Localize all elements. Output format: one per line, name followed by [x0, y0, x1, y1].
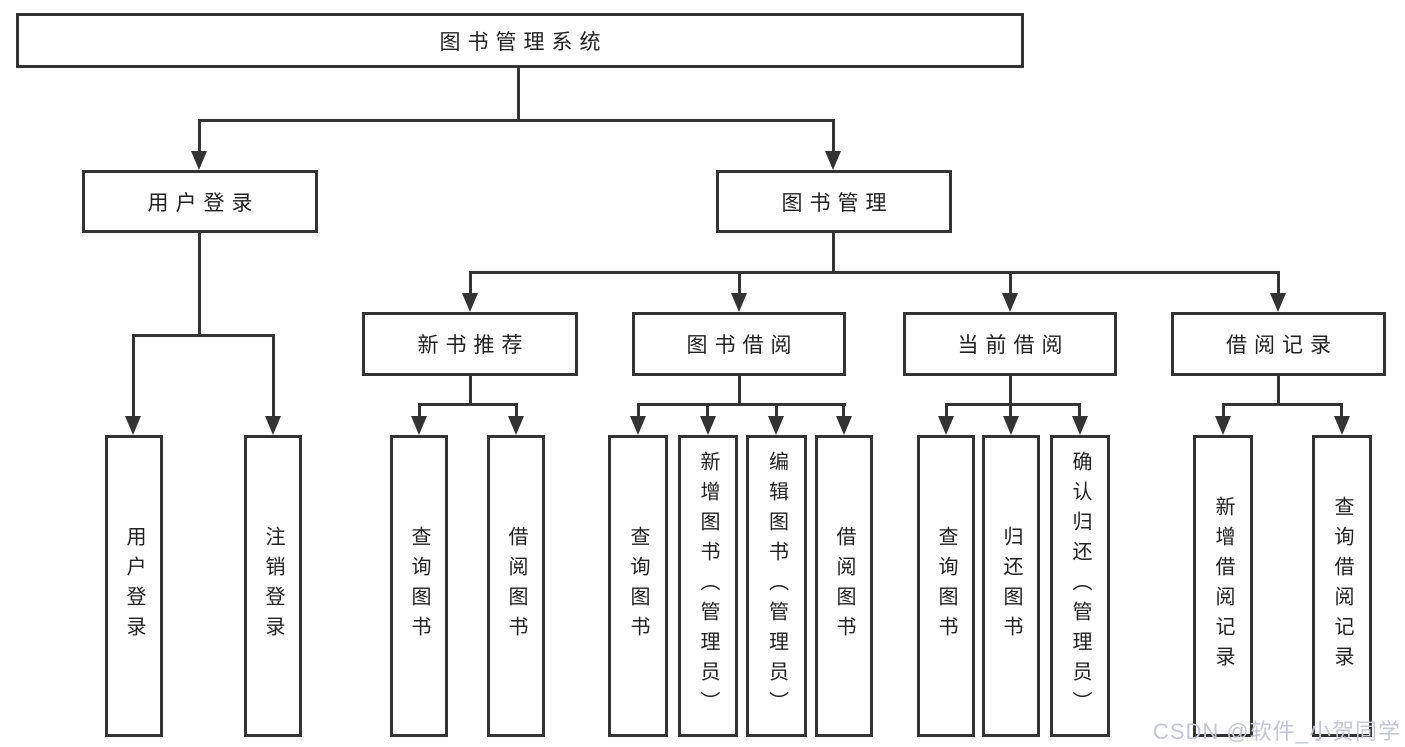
arrow-down-icon	[1270, 293, 1286, 312]
arrow-down-icon	[731, 293, 747, 312]
connector-line	[945, 403, 948, 419]
connector-line	[738, 271, 741, 295]
node-book-management-label: 图书管理	[781, 191, 894, 215]
connector-line	[515, 403, 518, 419]
node-new-book-recommend-label: 新书推荐	[417, 334, 530, 357]
arrow-down-icon	[768, 416, 784, 435]
node-root-label: 图书管理系统	[439, 30, 608, 54]
connector-line	[517, 68, 520, 121]
arrow-down-icon	[1215, 416, 1231, 435]
leaf-records-add-record: 新增借阅记录	[1193, 435, 1253, 737]
connector-line	[1009, 271, 1012, 295]
connector-line	[1340, 403, 1343, 419]
node-borrow-records-label: 借阅记录	[1226, 334, 1338, 357]
connector-line	[198, 119, 835, 122]
leaf-borrow-add-books-admin: 新增图书（管理员）	[678, 435, 738, 737]
arrow-down-icon	[508, 416, 524, 435]
leaf-borrow-borrow-books: 借阅图书	[815, 435, 873, 737]
connector-line	[637, 403, 640, 419]
connector-line	[738, 376, 741, 405]
leaf-borrow-edit-books-admin-label: 编辑图书（管理员）	[765, 451, 788, 721]
connector-line	[198, 119, 201, 154]
arrow-down-icon	[1003, 416, 1019, 435]
node-current-borrow-label: 当前借阅	[957, 334, 1070, 357]
connector-line	[842, 403, 845, 419]
leaf-current-return-books: 归还图书	[982, 435, 1040, 737]
connector-line	[1078, 403, 1081, 419]
node-book-management: 图书管理	[716, 170, 952, 233]
node-user-login: 用户登录	[82, 170, 318, 233]
connector-line	[1222, 403, 1343, 406]
arrow-down-icon	[825, 151, 841, 170]
node-current-borrow: 当前借阅	[903, 312, 1117, 376]
arrow-down-icon	[265, 416, 281, 435]
connector-line	[1277, 376, 1280, 405]
leaf-current-query-books-label: 查询图书	[935, 526, 957, 646]
connector-line	[1222, 403, 1225, 419]
arrow-down-icon	[630, 416, 646, 435]
leaf-user-login-label: 用户登录	[123, 526, 145, 646]
arrow-down-icon	[1002, 293, 1018, 312]
leaf-records-query-record-label: 查询借阅记录	[1331, 496, 1353, 676]
connector-line	[469, 376, 472, 405]
leaf-current-confirm-return-admin-label: 确认归还（管理员）	[1069, 451, 1091, 721]
arrow-down-icon	[125, 416, 141, 435]
connector-line	[775, 403, 778, 419]
leaf-recommend-query-books: 查询图书	[390, 435, 448, 737]
leaf-borrow-borrow-books-label: 借阅图书	[833, 526, 855, 646]
leaf-current-confirm-return-admin: 确认归还（管理员）	[1050, 435, 1110, 737]
connector-line	[198, 233, 201, 336]
node-root: 图书管理系统	[16, 13, 1024, 68]
connector-line	[832, 119, 835, 154]
leaf-borrow-add-books-admin-label: 新增图书（管理员）	[697, 451, 719, 721]
leaf-records-add-record-label: 新增借阅记录	[1212, 496, 1234, 676]
leaf-recommend-borrow-books-label: 借阅图书	[505, 526, 527, 646]
connector-line	[832, 233, 835, 273]
connector-line	[1277, 271, 1280, 295]
csdn-watermark: CSDN @软件_小贺同学	[1152, 719, 1401, 744]
arrow-down-icon	[1072, 416, 1088, 435]
connector-line	[418, 403, 421, 419]
arrow-down-icon	[700, 416, 716, 435]
node-book-borrow: 图书借阅	[632, 312, 846, 376]
leaf-logout-label: 注销登录	[262, 526, 284, 646]
leaf-recommend-borrow-books: 借阅图书	[487, 435, 545, 737]
node-borrow-records: 借阅记录	[1171, 312, 1386, 376]
connector-line	[637, 403, 846, 406]
leaf-current-return-books-label: 归还图书	[1000, 526, 1022, 646]
leaf-borrow-query-books: 查询图书	[608, 435, 668, 737]
arrow-down-icon	[1334, 416, 1350, 435]
connector-line	[272, 334, 275, 418]
node-user-login-label: 用户登录	[147, 191, 260, 215]
leaf-borrow-query-books-label: 查询图书	[627, 526, 649, 646]
node-new-book-recommend: 新书推荐	[362, 312, 578, 376]
connector-line	[469, 271, 1280, 274]
arrow-down-icon	[411, 416, 427, 435]
connector-line	[418, 403, 518, 406]
node-book-borrow-label: 图书借阅	[686, 334, 799, 357]
arrow-down-icon	[462, 293, 478, 312]
connector-line	[945, 403, 1081, 406]
connector-line	[132, 334, 275, 337]
arrow-down-icon	[938, 416, 954, 435]
connector-line	[706, 403, 709, 419]
leaf-user-login: 用户登录	[105, 435, 163, 737]
leaf-logout: 注销登录	[244, 435, 302, 737]
connector-line	[1009, 403, 1012, 419]
connector-line	[469, 271, 472, 295]
connector-line	[132, 334, 135, 418]
leaf-borrow-edit-books-admin: 编辑图书（管理员）	[746, 435, 807, 737]
leaf-records-query-record: 查询借阅记录	[1312, 435, 1372, 737]
connector-line	[1009, 376, 1012, 405]
leaf-current-query-books: 查询图书	[917, 435, 975, 737]
leaf-recommend-query-books-label: 查询图书	[408, 526, 430, 646]
arrow-down-icon	[191, 151, 207, 170]
arrow-down-icon	[836, 416, 852, 435]
